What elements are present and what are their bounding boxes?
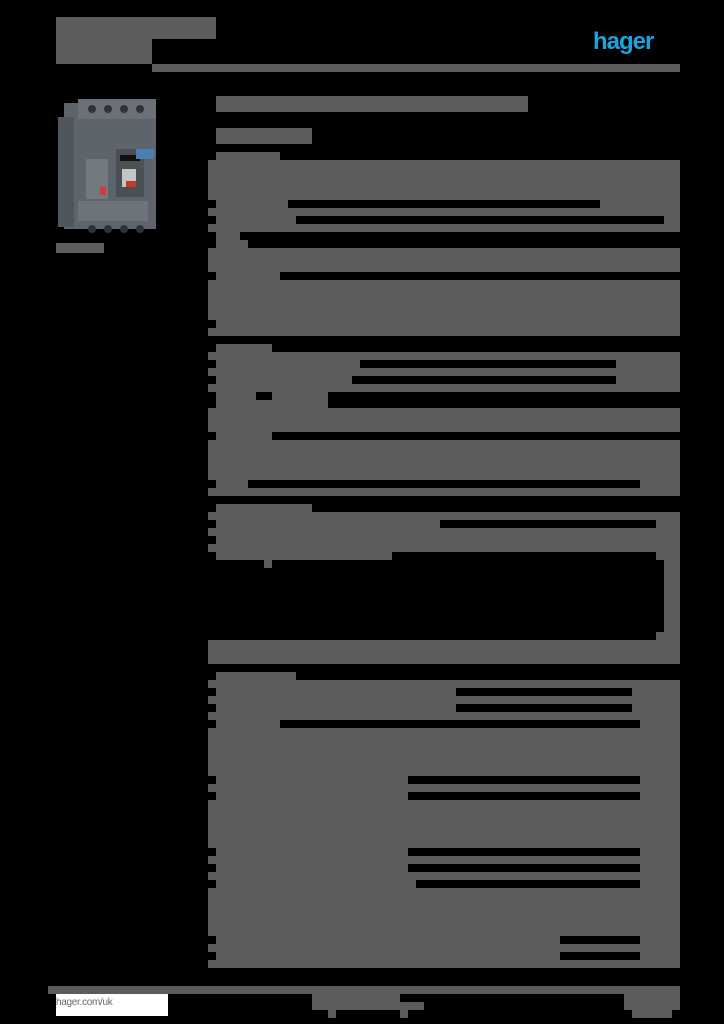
section-3-table [208,512,680,552]
footer-rule [48,986,680,994]
product-photo [58,97,163,239]
section-1-title [216,152,280,162]
footer-page-redacted [624,994,680,1010]
section-2-title [216,344,272,354]
hager-logo: hager [593,28,654,55]
section-4-table [208,680,680,968]
product-subheading-redacted [216,128,312,144]
section-3-title [216,504,312,514]
section-1-table-b [208,248,680,272]
section-1-table-c [208,280,680,336]
section-4-title [216,672,296,682]
footer-url-box: hager.com/uk [56,994,168,1016]
product-caption-redacted [56,243,104,253]
section-2-table-b [208,408,680,432]
document-title-redacted [56,17,216,39]
circuit-breaker-image [58,99,156,233]
document-subtitle-redacted [56,39,152,64]
product-heading-redacted [216,96,528,112]
section-3-table-b [208,640,680,664]
footer-center-redacted [312,994,400,1010]
header-rule [152,64,680,72]
section-1-note [216,232,240,240]
section-2-table [208,352,680,392]
footer-url[interactable]: hager.com/uk [56,997,113,1008]
